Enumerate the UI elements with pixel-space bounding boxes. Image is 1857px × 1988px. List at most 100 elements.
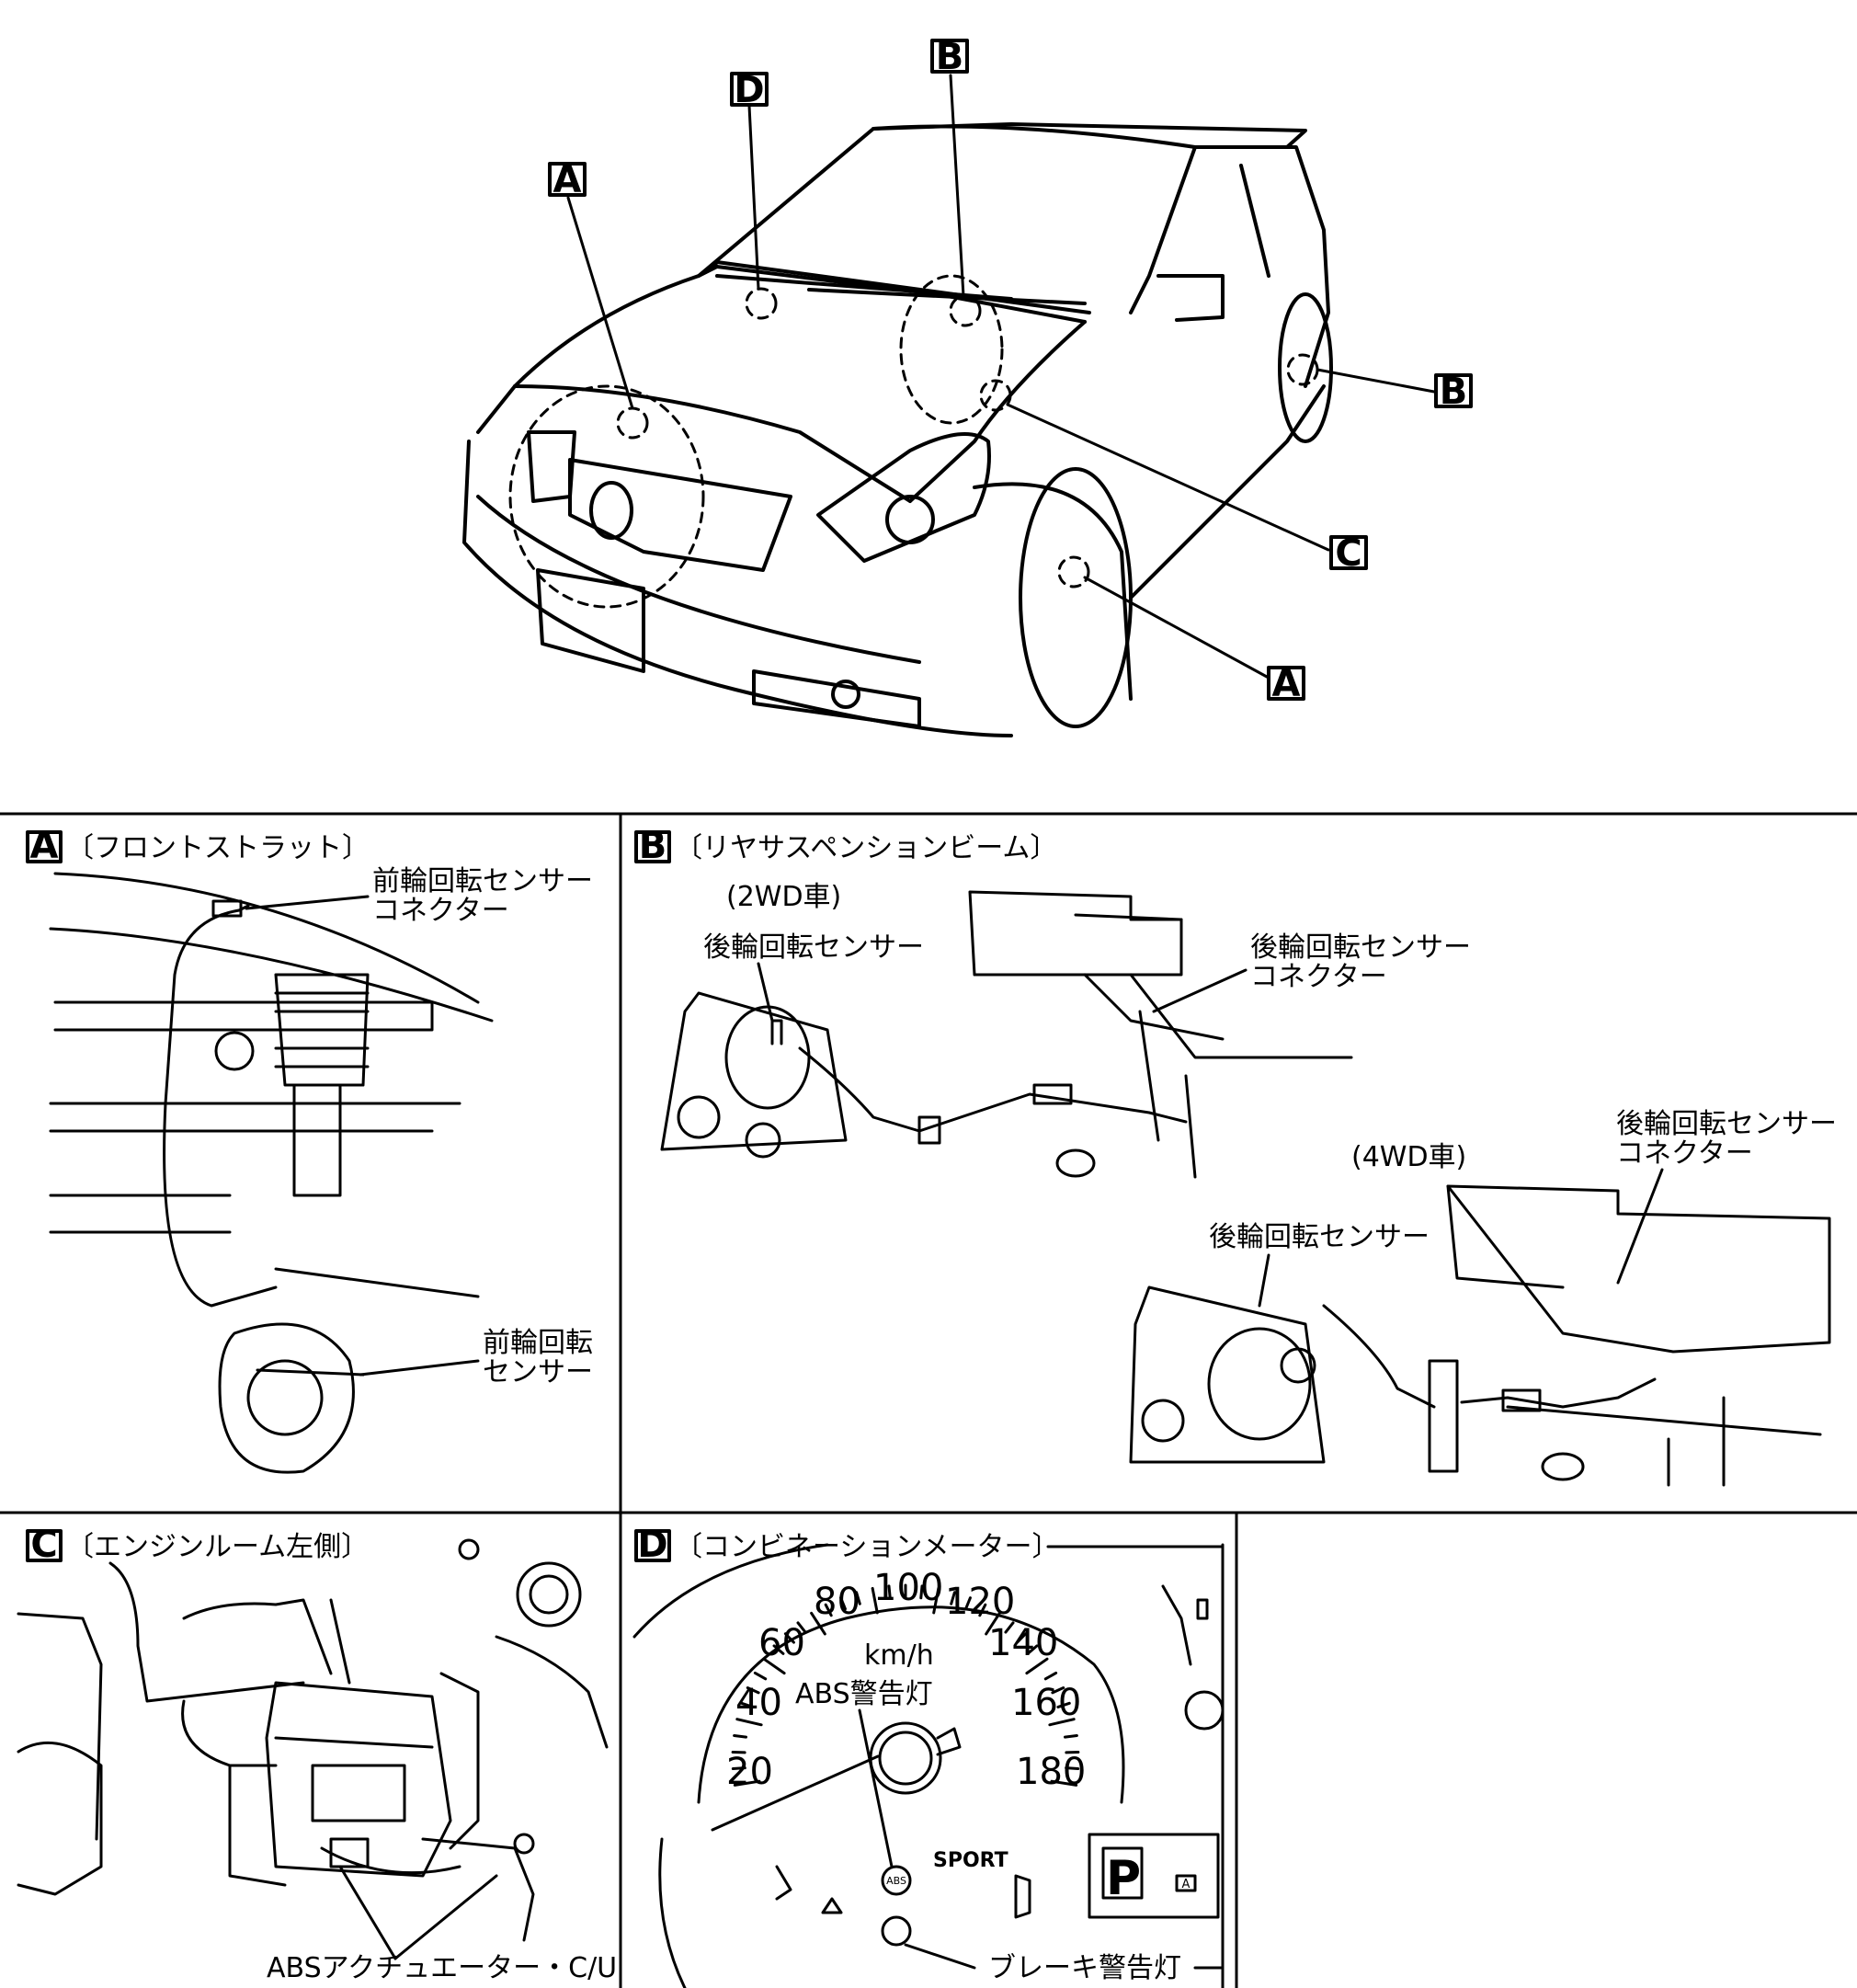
callout-letter-a-top: A (553, 159, 582, 201)
sport-indicator-label: SPORT (933, 1849, 1008, 1872)
speedometer-tick (839, 1596, 847, 1611)
speedometer-tick (810, 1611, 826, 1636)
speedometer-tick (733, 1733, 747, 1739)
speed-tick-160: 160 (1011, 1682, 1081, 1724)
front-sensor-connector-label-line1: 前輪回転センサー (372, 865, 593, 897)
panel-c-title: 〔エンジンルーム左側〕 (66, 1531, 369, 1563)
speed-tick-120: 120 (945, 1581, 1015, 1623)
front-sensor-label-line1: 前輪回転 (483, 1327, 593, 1359)
callout-box-a-bottom (1267, 666, 1305, 701)
speedometer-tick (1056, 1701, 1071, 1708)
variant-2wd-label: (2WD車) (726, 881, 841, 913)
speedometer-tick (919, 1584, 924, 1600)
speedometer-tick (735, 1718, 763, 1727)
panel-b-2wd-leaders (757, 962, 1247, 1023)
rear-sensor-2wd-label: 後輪回転センサー (703, 931, 924, 964)
callout-box-b-side (1434, 373, 1473, 408)
panel-c-header (26, 1529, 63, 1562)
speedometer-tick (796, 1621, 807, 1634)
abs-warning-lamp-label: ABS警告灯 (795, 1678, 933, 1710)
speed-unit-label: km/h (864, 1640, 934, 1672)
speedometer-tick (1064, 1733, 1078, 1739)
panel-d-letter: D (637, 1524, 667, 1566)
rear-connector-4wd-label-line1: 後輪回転センサー (1616, 1108, 1837, 1140)
rear-connector-4wd-label-line2: コネクター (1616, 1137, 1753, 1170)
panel-b-header (634, 830, 671, 863)
speedometer-tick (740, 1701, 755, 1708)
speed-tick-140: 140 (988, 1622, 1058, 1664)
callout-letter-a-bottom: A (1272, 663, 1301, 705)
speedometer-tick (1016, 1632, 1028, 1644)
variant-4wd-label: (4WD車) (1351, 1141, 1466, 1173)
panel-d-leaders (858, 1708, 1225, 1970)
speed-tick-40: 40 (735, 1682, 782, 1724)
speedometer-ticks (731, 1583, 1080, 1787)
speedometer-tick (1051, 1686, 1065, 1695)
speed-tick-100: 100 (873, 1567, 943, 1609)
speedometer-tick (855, 1591, 861, 1605)
speedometer-tick (871, 1586, 879, 1615)
rear-beam-4wd-illustration (1129, 1184, 1831, 1487)
speedometer-tick (762, 1657, 786, 1675)
speedometer-tick (1043, 1671, 1058, 1681)
panel-d-title: 〔コンビネーションメーター〕 (675, 1531, 1060, 1563)
callout-box-c-side (1329, 535, 1368, 570)
speedometer-tick (950, 1591, 956, 1605)
callout-box-d-top (730, 72, 769, 107)
speedometer-tick (746, 1686, 760, 1695)
panel-b-4wd-leaders (1258, 1168, 1664, 1308)
panel-a-leaders (245, 895, 480, 1377)
speedometer-tick (1025, 1657, 1049, 1675)
brake-warning-lamp-label: ブレーキ警告灯 (988, 1952, 1181, 1984)
speedometer-tick (1004, 1621, 1015, 1634)
abs-icon-text: ABS (886, 1875, 906, 1887)
speedometer-tick (1065, 1766, 1080, 1770)
gear-indicator: P (1106, 1851, 1141, 1906)
rear-connector-2wd-label-line2: コネクター (1250, 961, 1387, 993)
speedometer-tick (985, 1611, 1001, 1636)
speed-tick-60: 60 (758, 1622, 805, 1664)
engine-room-illustration (17, 1538, 609, 1942)
speedometer-tick (731, 1766, 746, 1770)
callout-letter-d-top: D (734, 69, 764, 111)
speedometer-tick (733, 1779, 761, 1787)
abs-actuator-label: ABSアクチュエーター・C/U (267, 1952, 617, 1984)
callout-box-a-top (548, 162, 587, 197)
panel-d-header (634, 1529, 671, 1562)
panel-c-leaders (338, 1865, 498, 1960)
speed-tick-180: 180 (1016, 1751, 1086, 1793)
speedometer-tick (753, 1671, 768, 1681)
speedometer-tick (932, 1586, 940, 1615)
rear-sensor-4wd-label: 後輪回転センサー (1209, 1221, 1430, 1253)
a-indicator: A (1182, 1878, 1191, 1891)
speedometer-tick (772, 1644, 785, 1655)
speedometer-tick (978, 1603, 987, 1617)
callout-letter-b-side: B (1440, 371, 1468, 413)
panel-b-letter: B (639, 825, 667, 867)
rear-beam-2wd-illustration (660, 890, 1353, 1179)
speedometer-tick (1026, 1644, 1039, 1655)
car-overview-illustration (462, 122, 1333, 737)
callout-box-b-top (930, 39, 969, 74)
speedometer-tick (783, 1632, 795, 1644)
panel-grid (0, 812, 1857, 1988)
rear-connector-2wd-label-line1: 後輪回転センサー (1250, 931, 1471, 964)
front-sensor-label-line2: センサー (483, 1356, 593, 1388)
speed-tick-80: 80 (814, 1581, 860, 1623)
callout-leaders (566, 74, 1436, 679)
speedometer-tick (964, 1596, 972, 1611)
speedometer-tick (887, 1584, 892, 1600)
panel-a-title: 〔フロントストラット〕 (66, 832, 370, 864)
panel-b-title: 〔リヤサスペンションビーム〕 (675, 832, 1057, 864)
speedometer-tick (824, 1603, 833, 1617)
panel-c-letter: C (30, 1524, 57, 1566)
callout-letter-b-top: B (936, 36, 964, 78)
panel-a-header (26, 830, 63, 863)
speed-tick-20: 20 (726, 1751, 773, 1793)
callout-letter-c-side: C (1335, 532, 1361, 575)
speedometer-tick (1048, 1718, 1076, 1727)
speedometer-tick (1050, 1779, 1078, 1787)
front-sensor-connector-label-line2: コネクター (372, 895, 509, 927)
combination-meter-illustration (632, 1543, 1225, 1988)
front-strut-illustration (49, 872, 494, 1474)
